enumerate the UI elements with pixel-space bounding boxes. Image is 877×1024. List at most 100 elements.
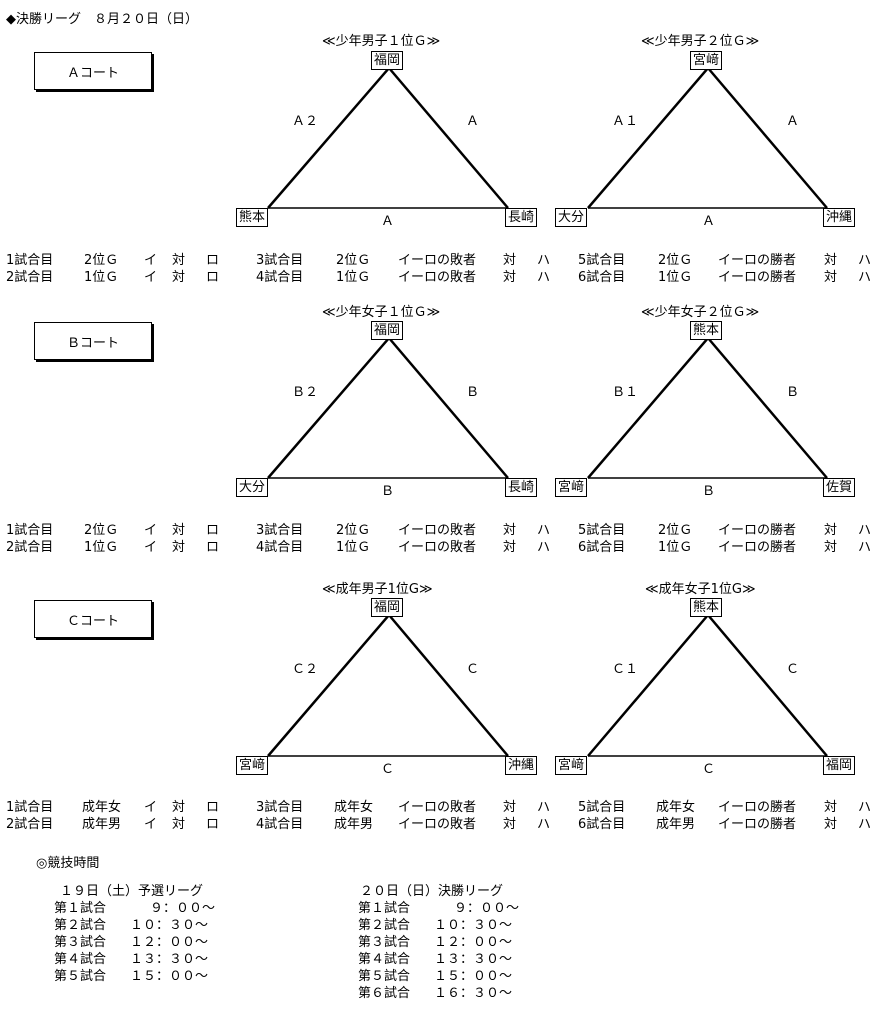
match-group: 1位Ｇ (336, 270, 371, 285)
match-team-a: イーロの勝者 (718, 800, 797, 815)
match-group: 2位Ｇ (84, 253, 119, 268)
match-no: 6試合目 (578, 817, 626, 832)
match-group: 1位Ｇ (84, 270, 119, 285)
edge-label-right: Ａ (466, 114, 480, 129)
match-group: 2位Ｇ (658, 523, 693, 538)
group-title: ≪成年男子1位G≫ (322, 582, 433, 597)
team-left: 大分 (236, 478, 269, 497)
match-team-a: イーロの勝者 (718, 817, 797, 832)
match-group: 2位Ｇ (84, 523, 119, 538)
match-no: 6試合目 (578, 270, 626, 285)
match-team-b: ロ (206, 817, 220, 832)
match-no: 5試合目 (578, 523, 626, 538)
match-vs: 対 (172, 253, 186, 268)
group-title: ≪少年女子２位Ｇ≫ (641, 305, 760, 320)
match-vs: 対 (172, 817, 186, 832)
match-group: 2位Ｇ (336, 253, 371, 268)
team-top: 福岡 (371, 598, 404, 617)
match-group: 成年男 (82, 817, 122, 832)
match-no: 5試合目 (578, 253, 626, 268)
team-left: 熊本 (236, 208, 269, 227)
team-right: 長崎 (505, 478, 538, 497)
team-left: 宮﨑 (236, 756, 269, 775)
edge-label-left: Ｃ１ (612, 662, 639, 677)
match-team-a: イーロの敗者 (398, 523, 477, 538)
match-vs: 対 (503, 817, 517, 832)
team-top: 福岡 (371, 51, 404, 70)
match-team-b: ロ (206, 800, 220, 815)
match-team-b: ロ (206, 253, 220, 268)
match-group: 1位Ｇ (658, 540, 693, 555)
edge-label-right: Ｂ (466, 385, 480, 400)
match-no: 3試合目 (256, 800, 304, 815)
match-no: 4試合目 (256, 540, 304, 555)
match-vs: 対 (503, 253, 517, 268)
match-team-a: イ (144, 817, 158, 832)
match-no: 1試合目 (6, 523, 54, 538)
court-c-label: Ｃコート (34, 600, 152, 638)
team-left: 宮﨑 (555, 756, 588, 775)
team-top: 宮﨑 (690, 51, 723, 70)
match-vs: 対 (172, 800, 186, 815)
group-title: ≪少年女子１位Ｇ≫ (322, 305, 441, 320)
match-vs: 対 (503, 540, 517, 555)
match-vs: 対 (824, 800, 838, 815)
team-right: 佐賀 (823, 478, 856, 497)
edge-label-bottom: Ｂ (381, 484, 395, 499)
match-team-b: ハ (537, 253, 551, 268)
edge-label-bottom: Ｂ (702, 484, 716, 499)
team-right: 福岡 (823, 756, 856, 775)
match-team-b: ハ (537, 817, 551, 832)
team-top: 福岡 (371, 321, 404, 340)
match-no: 4試合目 (256, 270, 304, 285)
match-team-a: イ (144, 253, 158, 268)
edge-label-right: Ａ (786, 114, 800, 129)
schedule-heading: １９日（土）予選リーグ (60, 884, 204, 899)
match-no: 3試合目 (256, 253, 304, 268)
group-title: ≪少年男子１位Ｇ≫ (322, 34, 441, 49)
match-no: 2試合目 (6, 540, 54, 555)
match-group: 成年女 (82, 800, 122, 815)
match-no: 4試合目 (256, 817, 304, 832)
match-no: 6試合目 (578, 540, 626, 555)
match-group: 成年男 (656, 817, 696, 832)
edge-label-left: Ａ２ (292, 114, 319, 129)
match-team-a: イーロの敗者 (398, 800, 477, 815)
match-no: 1試合目 (6, 253, 54, 268)
match-vs: 対 (172, 540, 186, 555)
match-group: 2位Ｇ (336, 523, 371, 538)
match-team-b: ハ (858, 523, 872, 538)
match-team-a: イーロの勝者 (718, 270, 797, 285)
match-team-b: ロ (206, 540, 220, 555)
match-team-a: イーロの勝者 (718, 253, 797, 268)
edge-label-right: Ｃ (786, 662, 800, 677)
team-right: 沖縄 (823, 208, 856, 227)
match-team-a: イーロの敗者 (398, 540, 477, 555)
match-team-a: イーロの敗者 (398, 253, 477, 268)
match-team-b: ハ (858, 253, 872, 268)
match-team-a: イ (144, 270, 158, 285)
match-vs: 対 (503, 270, 517, 285)
court-b-label: Ｂコート (34, 322, 152, 360)
match-team-a: イ (144, 800, 158, 815)
match-team-b: ハ (858, 270, 872, 285)
match-team-b: ハ (858, 540, 872, 555)
match-team-a: イーロの勝者 (718, 540, 797, 555)
match-team-a: イーロの敗者 (398, 817, 477, 832)
match-group: 2位Ｇ (658, 253, 693, 268)
edge-label-right: Ｃ (466, 662, 480, 677)
court-a-label: Ａコート (34, 52, 152, 90)
match-team-a: イ (144, 523, 158, 538)
match-team-b: ハ (537, 540, 551, 555)
edge-label-bottom: Ｃ (702, 762, 716, 777)
